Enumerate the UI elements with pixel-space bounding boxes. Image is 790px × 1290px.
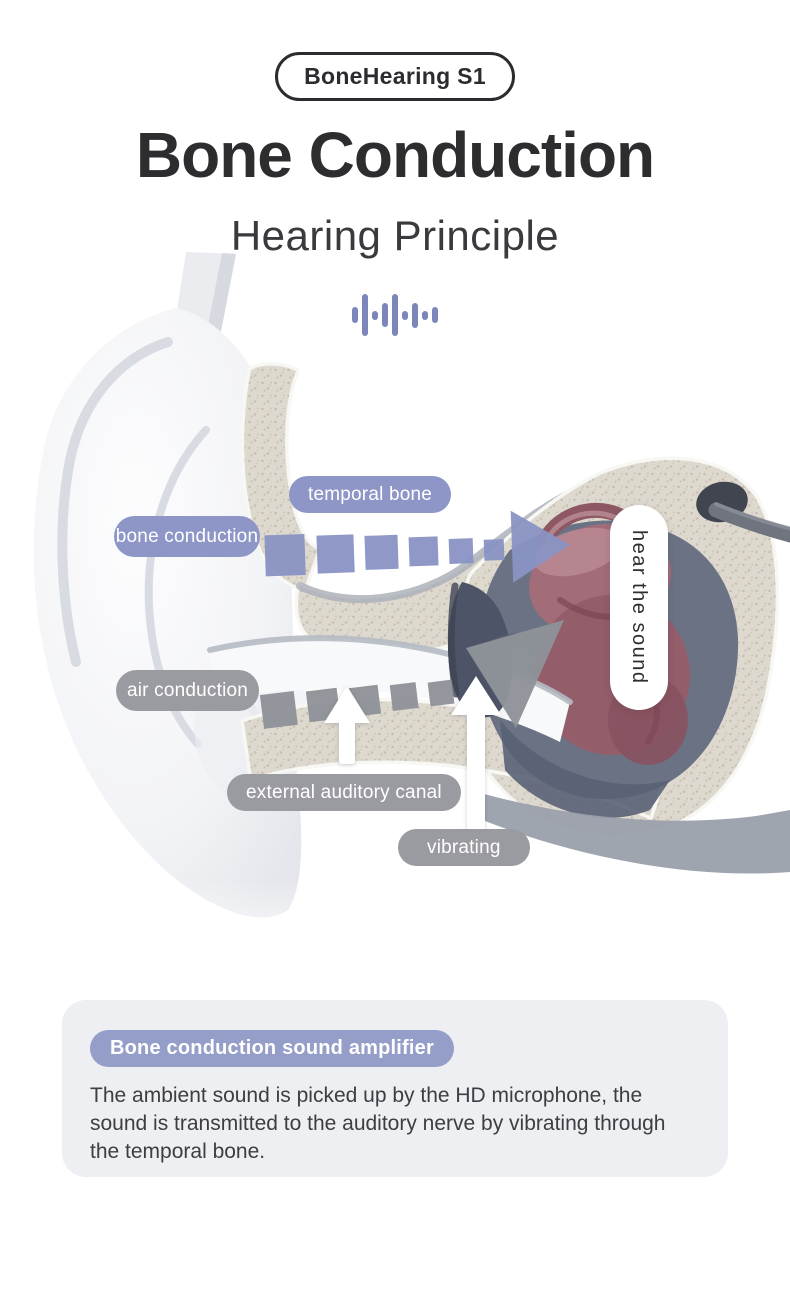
up-arrow-external-canal (324, 686, 370, 764)
info-card: Bone conduction sound amplifier The ambi… (62, 1000, 728, 1177)
page-title: Bone Conduction (135, 119, 655, 191)
label-external-auditory-canal: external auditory canal (227, 774, 461, 812)
info-card-tag: Bone conduction sound amplifier (90, 1030, 454, 1067)
product-badge: BoneHearing S1 (275, 52, 515, 101)
product-badge-wrap: BoneHearing S1 (0, 52, 790, 101)
bone-conduction-arrow (264, 510, 570, 583)
label-bone-conduction: bone conduction (114, 516, 260, 558)
page-subtitle: Hearing Principle (230, 212, 560, 259)
illustration-fade (0, 880, 790, 960)
info-card-body: The ambient sound is picked up by the HD… (90, 1084, 666, 1163)
label-hear-the-sound: hear the sound (610, 505, 668, 710)
sound-wave-icon (0, 292, 790, 338)
ear-illustration (0, 252, 790, 960)
up-arrow-vibrating (451, 676, 501, 834)
label-vibrating: vibrating (398, 829, 530, 867)
device-cable-shape (696, 481, 790, 543)
label-temporal-bone: temporal bone (289, 476, 452, 514)
air-conduction-arrow (259, 620, 564, 729)
label-air-conduction: air conduction (116, 670, 259, 712)
jaw-shadow-shape (470, 790, 790, 874)
label-hear-the-sound-text: hear the sound (628, 530, 651, 685)
